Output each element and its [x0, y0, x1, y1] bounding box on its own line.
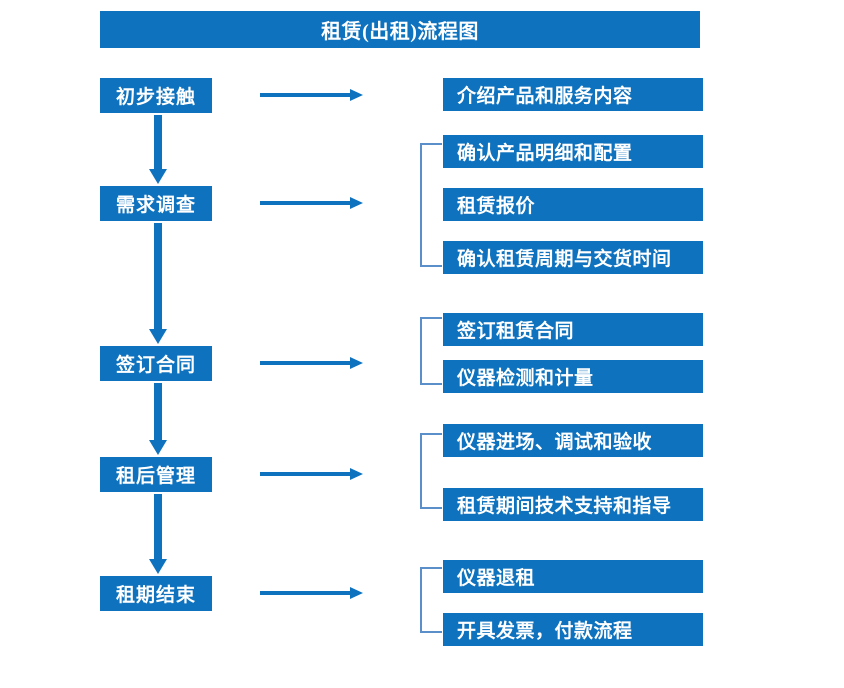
detail-box-rental-quotation[interactable]: 租赁报价 — [443, 188, 703, 221]
detail-box-introduce-products[interactable]: 介绍产品和服务内容 — [443, 78, 703, 111]
detail-box-instrument-inspection[interactable]: 仪器检测和计量 — [443, 360, 703, 393]
arrow-right-icon-2 — [260, 196, 364, 210]
arrow-down-icon-1 — [147, 115, 169, 185]
arrow-right-icon-1 — [260, 88, 364, 102]
arrow-down-icon-2 — [147, 223, 169, 345]
group-bracket-rental-end — [418, 566, 444, 634]
detail-box-instrument-entry-commissioning[interactable]: 仪器进场、调试和验收 — [443, 424, 703, 457]
page-title: 租赁(出租)流程图 — [100, 11, 700, 48]
arrow-down-icon-4 — [147, 494, 169, 575]
stage-box-post-rental-management[interactable]: 租后管理 — [100, 457, 212, 492]
arrow-right-icon-4 — [260, 467, 364, 481]
arrow-right-icon-3 — [260, 356, 364, 370]
group-bracket-sign-contract — [418, 316, 444, 386]
arrow-down-icon-3 — [147, 383, 169, 456]
detail-box-sign-rental-contract[interactable]: 签订租赁合同 — [443, 313, 703, 346]
stage-box-requirement-survey[interactable]: 需求调查 — [100, 186, 212, 221]
detail-box-technical-support[interactable]: 租赁期间技术支持和指导 — [443, 488, 703, 521]
group-bracket-requirement-survey — [418, 142, 444, 268]
stage-box-initial-contact[interactable]: 初步接触 — [100, 78, 212, 113]
detail-box-instrument-return[interactable]: 仪器退租 — [443, 560, 703, 593]
group-bracket-post-rental-management — [418, 432, 444, 510]
arrow-right-icon-5 — [260, 586, 364, 600]
stage-box-sign-contract[interactable]: 签订合同 — [100, 346, 212, 381]
stage-box-rental-end[interactable]: 租期结束 — [100, 576, 212, 611]
detail-box-invoice-payment[interactable]: 开具发票，付款流程 — [443, 613, 703, 646]
detail-box-confirm-product-details[interactable]: 确认产品明细和配置 — [443, 135, 703, 168]
detail-box-confirm-rental-period[interactable]: 确认租赁周期与交货时间 — [443, 241, 703, 274]
